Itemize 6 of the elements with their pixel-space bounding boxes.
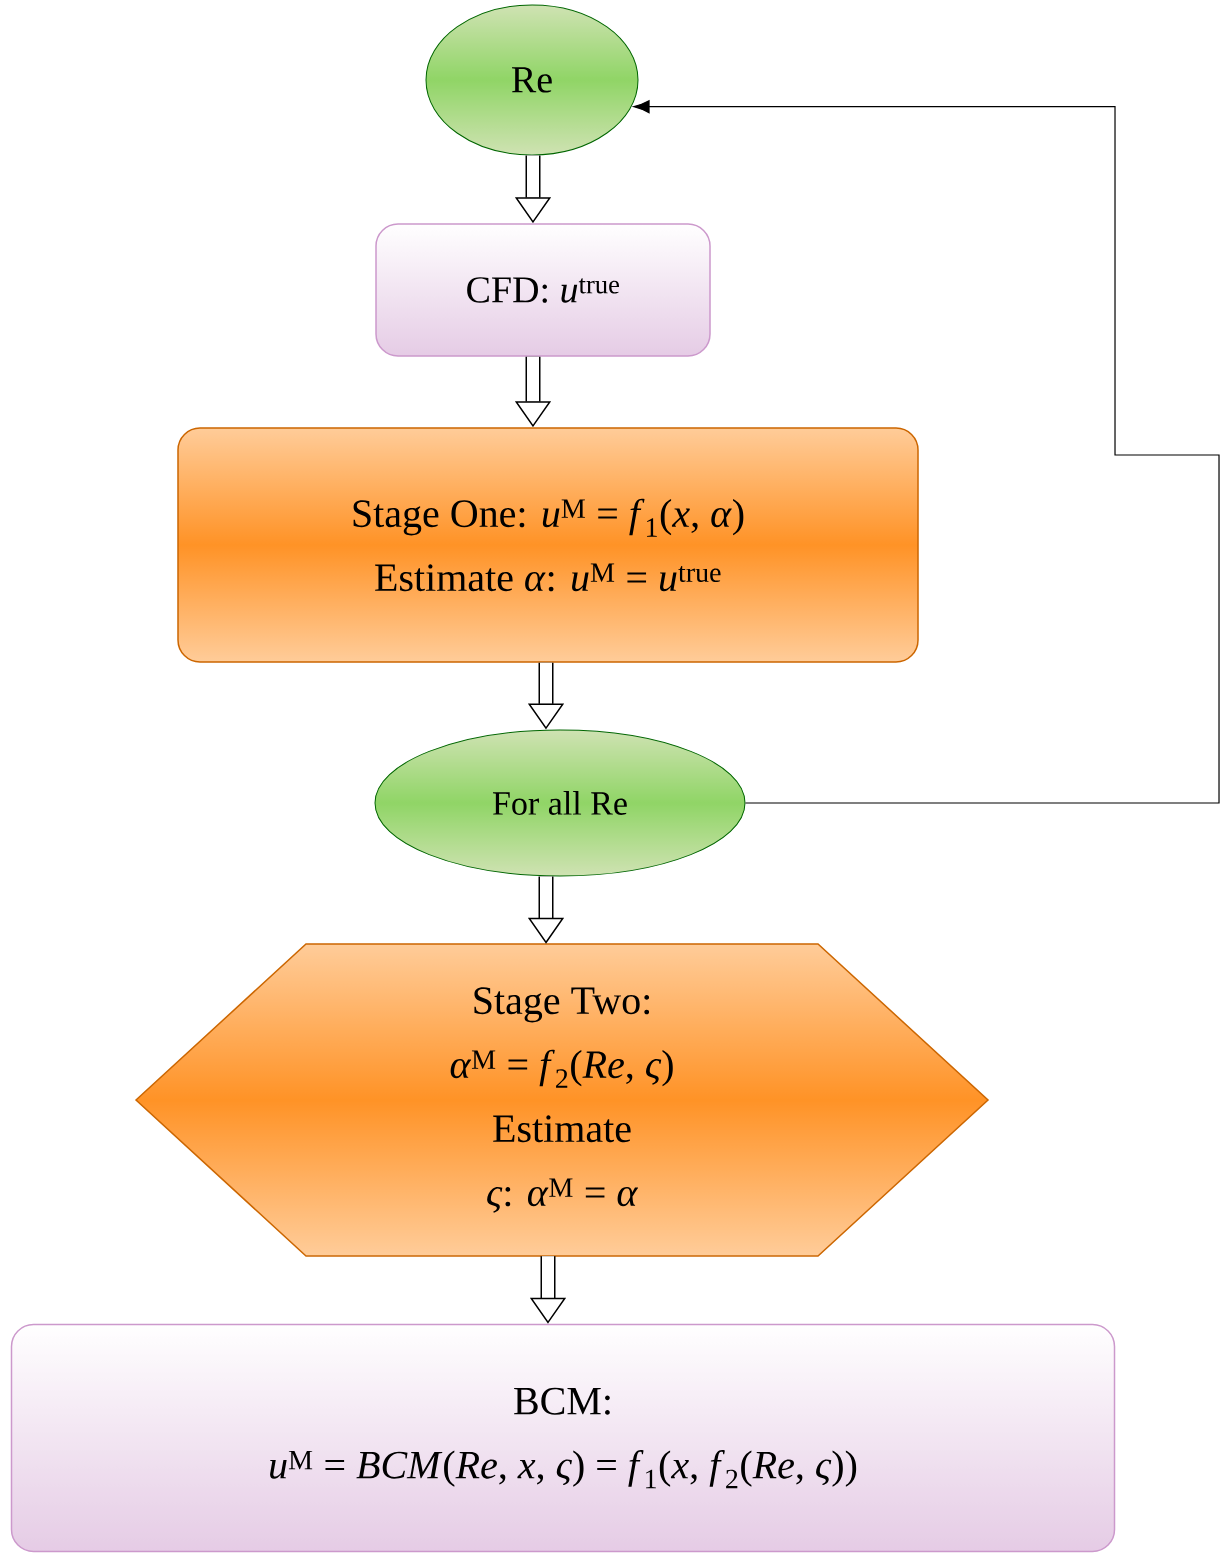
feedback-arrow: [633, 100, 1220, 804]
rounded-box: CFD: u$^{true}$: [375, 223, 711, 357]
ellipse-node: Re: [425, 4, 639, 156]
rounded-box: BCM: u$^{M}$ = BCM(Re, x, ς) = f$_{1}$(x, f$_{2}$(Re, ς)): [10, 1323, 1116, 1553]
ellipse-node: For all Re: [374, 729, 746, 877]
rounded-box: Stage One: u$^{M}$ = f$_{1}$(x, α) Estimate α: u$^{M}$ = u$^{true}$: [177, 427, 919, 663]
